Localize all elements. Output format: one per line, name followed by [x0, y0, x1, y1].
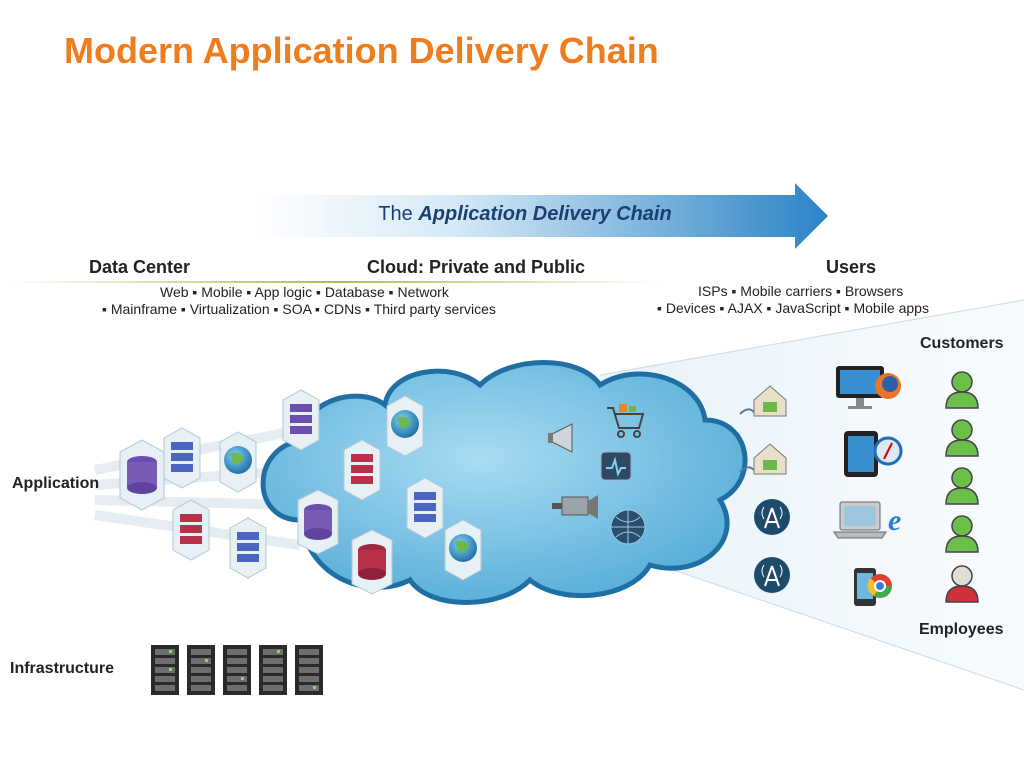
customer-icon — [945, 467, 979, 505]
server-cube — [343, 439, 381, 501]
arrow-caption: The Application Delivery Chain — [280, 203, 770, 226]
video-camera-icon — [552, 495, 598, 519]
cell-tower-icon — [754, 499, 790, 535]
user-items-line2: ▪ Devices ▪ AJAX ▪ JavaScript ▪ Mobile a… — [657, 300, 929, 316]
laptop-ie-icon: e — [833, 501, 901, 539]
arrow-caption-emphasis: Application Delivery Chain — [418, 203, 672, 225]
server-cube — [172, 499, 210, 561]
infrastructure-racks — [151, 645, 323, 695]
header-divider — [10, 281, 660, 283]
tablet-safari-icon — [844, 431, 903, 477]
server-cube — [219, 431, 257, 493]
customer-icon — [945, 419, 979, 457]
server-cube — [119, 439, 165, 511]
megaphone-icon — [548, 423, 573, 453]
chain-items-line1: Web ▪ Mobile ▪ App logic ▪ Database ▪ Ne… — [160, 284, 449, 300]
employee-icon — [945, 565, 979, 603]
shopping-cart-icon — [607, 404, 645, 438]
user-items-line1: ISPs ▪ Mobile carriers ▪ Browsers — [698, 283, 904, 299]
server-rack-icon — [259, 645, 287, 695]
server-cube — [297, 489, 339, 555]
page-title: Modern Application Delivery Chain — [64, 30, 659, 71]
user-beam-fan — [600, 300, 1024, 690]
server-cube — [444, 519, 482, 581]
server-cube — [282, 389, 320, 451]
chain-items-line2: ▪ Mainframe ▪ Virtualization ▪ SOA ▪ CDN… — [102, 301, 496, 317]
phone-chrome-icon — [854, 568, 892, 606]
infrastructure-label: Infrastructure — [10, 660, 115, 677]
users-heading: Users — [826, 257, 877, 277]
server-rack-icon — [187, 645, 215, 695]
delivery-chain-arrow — [255, 183, 828, 249]
server-rack-icon — [151, 645, 179, 695]
server-cube — [163, 427, 201, 489]
arrow-caption-prefix: The — [378, 203, 419, 225]
svg-text:e: e — [888, 504, 901, 537]
home-router-icon — [739, 443, 787, 475]
server-rack-icon — [295, 645, 323, 695]
desktop-firefox-icon — [836, 366, 901, 409]
server-cube — [229, 517, 267, 579]
customer-icon — [945, 515, 979, 553]
server-rack-icon — [223, 645, 251, 695]
application-label: Application — [12, 475, 100, 492]
employees-label: Employees — [919, 621, 1004, 638]
monitor-pulse-icon — [600, 451, 632, 481]
data-center-heading: Data Center — [89, 257, 191, 277]
server-cube — [386, 395, 424, 457]
cloud-heading: Cloud: Private and Public — [367, 257, 586, 277]
cloud-shape — [260, 360, 748, 605]
customers-label: Customers — [920, 335, 1004, 352]
server-cube — [406, 477, 444, 539]
customer-icon — [945, 371, 979, 409]
globe-network-icon — [610, 509, 646, 545]
server-cube — [351, 529, 393, 595]
home-router-icon — [739, 385, 787, 417]
cell-tower-icon — [754, 557, 790, 593]
